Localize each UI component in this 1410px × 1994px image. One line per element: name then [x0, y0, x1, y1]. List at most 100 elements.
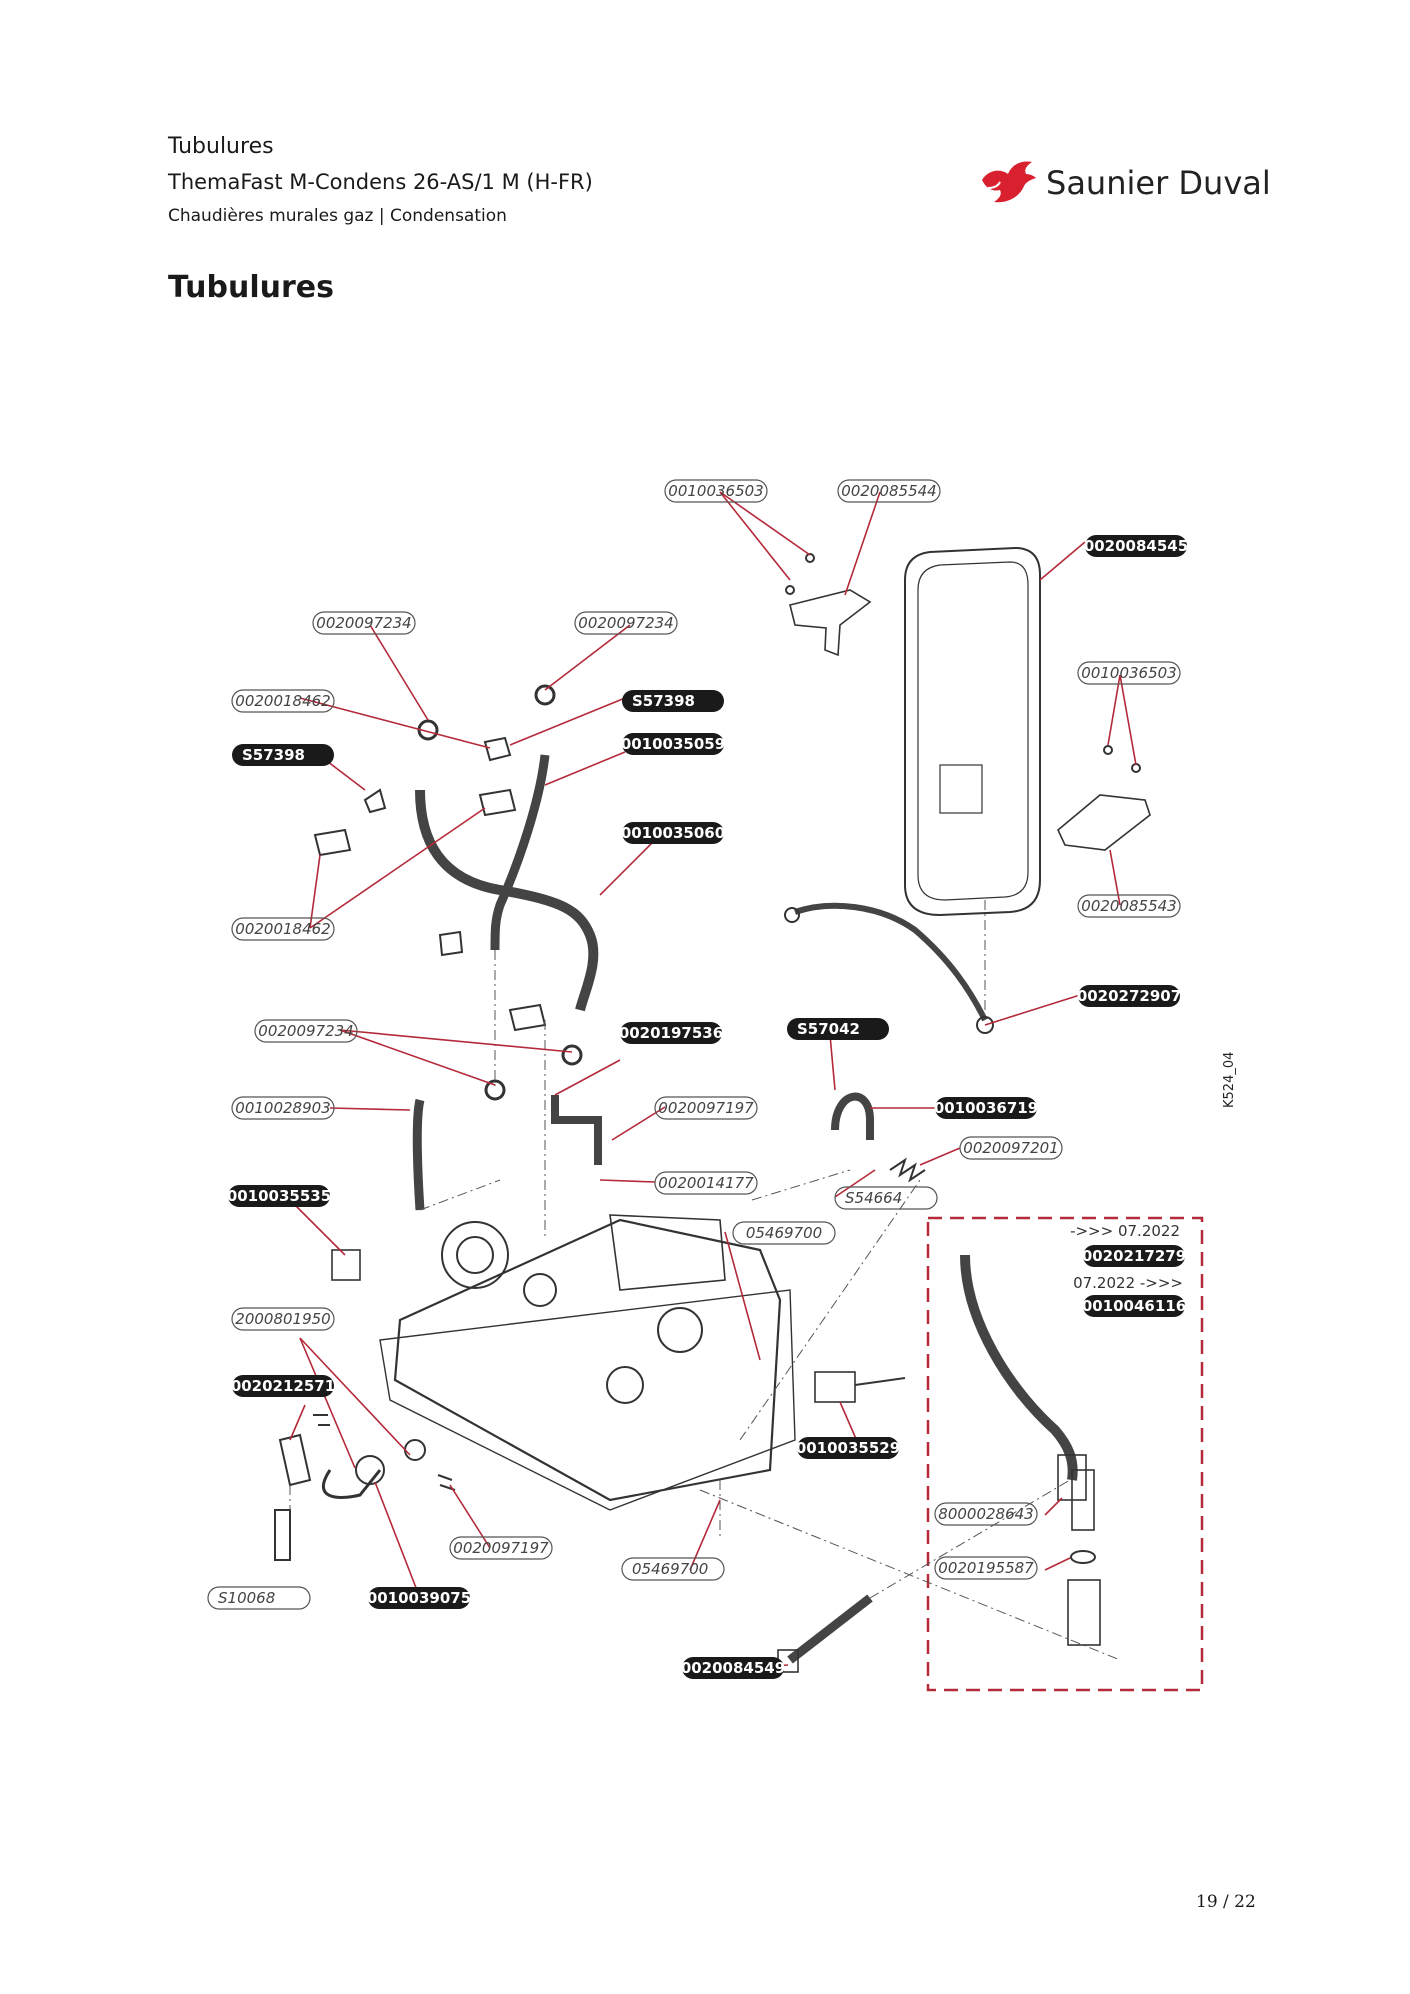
vessel-lower-bracket: [1057, 794, 1151, 851]
svg-text:0020097197: 0020097197: [453, 1539, 549, 1557]
siphon-hose: [960, 1254, 1078, 1481]
svg-text:S54664: S54664: [845, 1189, 902, 1207]
part-label: 0020014177: [654, 1171, 758, 1195]
part-label: 0020084549: [681, 1657, 785, 1679]
svg-text:0010036719: 0010036719: [934, 1099, 1038, 1117]
base-plate: [379, 1289, 796, 1511]
siphon-o-ring: [1070, 1550, 1096, 1564]
svg-text:0010036503: 0010036503: [668, 482, 763, 500]
svg-text:0010035060: 0010035060: [621, 824, 725, 842]
screw: [785, 585, 795, 595]
svg-text:0020018462: 0020018462: [235, 920, 330, 938]
expansion-vessel-inner: [917, 561, 1029, 901]
u-pipe: [831, 1092, 874, 1140]
valve: [523, 1273, 557, 1307]
part-label: 0020085543: [1077, 894, 1181, 918]
screw: [1131, 763, 1141, 773]
expansion-vessel: [904, 546, 1041, 917]
svg-text:0010035059: 0010035059: [621, 735, 725, 753]
svg-text:0020097234: 0020097234: [258, 1022, 353, 1040]
svg-text:0020097201: 0020097201: [963, 1139, 1058, 1157]
part-label: 0020084545: [1084, 535, 1188, 557]
valve-knob: [404, 1439, 426, 1461]
siphon-body: [1067, 1579, 1101, 1646]
s-shaped-tube: [415, 789, 599, 1012]
svg-text:0010039075: 0010039075: [367, 1589, 471, 1607]
svg-text:0020097234: 0020097234: [316, 614, 411, 632]
svg-text:0020195587: 0020195587: [938, 1559, 1034, 1577]
svg-text:0020212571: 0020212571: [231, 1377, 335, 1395]
part-label: 0010046116: [1082, 1295, 1186, 1317]
vessel-label-plate: [939, 764, 983, 814]
svg-text:S57042: S57042: [797, 1020, 860, 1038]
svg-text:0020014177: 0020014177: [658, 1174, 754, 1192]
connector-cable: [854, 1377, 906, 1386]
part-label: S10068: [207, 1586, 311, 1610]
svg-text:2000801950: 2000801950: [235, 1310, 330, 1328]
pump: [441, 1221, 509, 1289]
part-label: 0020097234: [312, 611, 416, 635]
svg-text:0020084545: 0020084545: [1084, 537, 1188, 555]
safety-valve-fitting: [278, 1433, 312, 1487]
header-category: Chaudières murales gaz | Condensation: [168, 206, 507, 226]
valve: [606, 1366, 644, 1404]
svg-text:0020197536: 0020197536: [619, 1024, 723, 1042]
svg-text:0020097234: 0020097234: [578, 614, 673, 632]
heat-exchanger: [609, 1214, 726, 1291]
part-label: 0010035059: [621, 733, 725, 755]
pipe-clip: [483, 736, 512, 762]
part-label: 0020097234: [254, 1019, 358, 1043]
svg-text:05469700: 05469700: [746, 1224, 822, 1242]
pipe-clip: [363, 788, 387, 814]
svg-text:8000028643: 8000028643: [938, 1505, 1033, 1523]
svg-text:0020272907: 0020272907: [1077, 987, 1181, 1005]
part-label: 0010028903: [231, 1096, 335, 1120]
brand-name: Saunier Duval: [1046, 164, 1271, 202]
svg-text:05469700: 05469700: [632, 1560, 708, 1578]
sensor: [331, 1249, 361, 1281]
screw: [1103, 745, 1113, 755]
part-label: 0020018462: [231, 917, 335, 941]
drain-fitting: [274, 1509, 291, 1561]
clips: [889, 1157, 926, 1183]
part-label: 05469700: [621, 1557, 725, 1581]
svg-text:0010035529: 0010035529: [796, 1439, 900, 1457]
part-label: 0020097201: [959, 1136, 1063, 1160]
svg-text:S57398: S57398: [632, 692, 695, 710]
clip-small: [313, 1414, 330, 1426]
part-label: 2000801950: [231, 1307, 335, 1331]
part-label: 0010039075: [367, 1587, 471, 1609]
svg-text:0020085544: 0020085544: [841, 482, 936, 500]
part-label: 0020197536: [619, 1022, 723, 1044]
filling-loop: [322, 1469, 382, 1499]
hose-nut: [976, 1016, 994, 1034]
part-label: 05469700: [732, 1221, 836, 1245]
header-product: ThemaFast M-Condens 26-AS/1 M (H-FR): [168, 170, 593, 194]
o-ring: [484, 1079, 506, 1101]
inset-note-after: 07.2022 ->>>: [1073, 1274, 1183, 1292]
part-label: S54664: [834, 1186, 938, 1210]
part-label: 8000028643: [934, 1502, 1038, 1526]
siphon-coupling: [1071, 1469, 1095, 1531]
svg-text:0010028903: 0010028903: [235, 1099, 330, 1117]
part-label: 0010036719: [934, 1097, 1038, 1119]
pump-inner: [456, 1236, 494, 1274]
part-label: 0010035060: [621, 822, 725, 844]
vessel-flexible-hose: [794, 902, 988, 1022]
svg-text:0020084549: 0020084549: [681, 1659, 785, 1677]
part-label: 0020217279: [1082, 1245, 1186, 1267]
svg-text:0020085543: 0020085543: [1081, 897, 1176, 915]
o-ring: [561, 1044, 583, 1066]
svg-text:0010036503: 0010036503: [1081, 664, 1176, 682]
part-label: S57398: [232, 744, 334, 766]
hydraulic-block: [393, 1218, 782, 1502]
part-label: S57042: [787, 1018, 889, 1040]
svg-text:0020217279: 0020217279: [1082, 1247, 1186, 1265]
svg-text:0020097197: 0020097197: [658, 1099, 754, 1117]
header-title: Tubulures: [168, 134, 274, 159]
page-number: 19 / 22: [1196, 1892, 1256, 1912]
pipe-clip: [478, 788, 517, 817]
part-label: 0020085544: [837, 479, 941, 503]
svg-text:0020018462: 0020018462: [235, 692, 330, 710]
